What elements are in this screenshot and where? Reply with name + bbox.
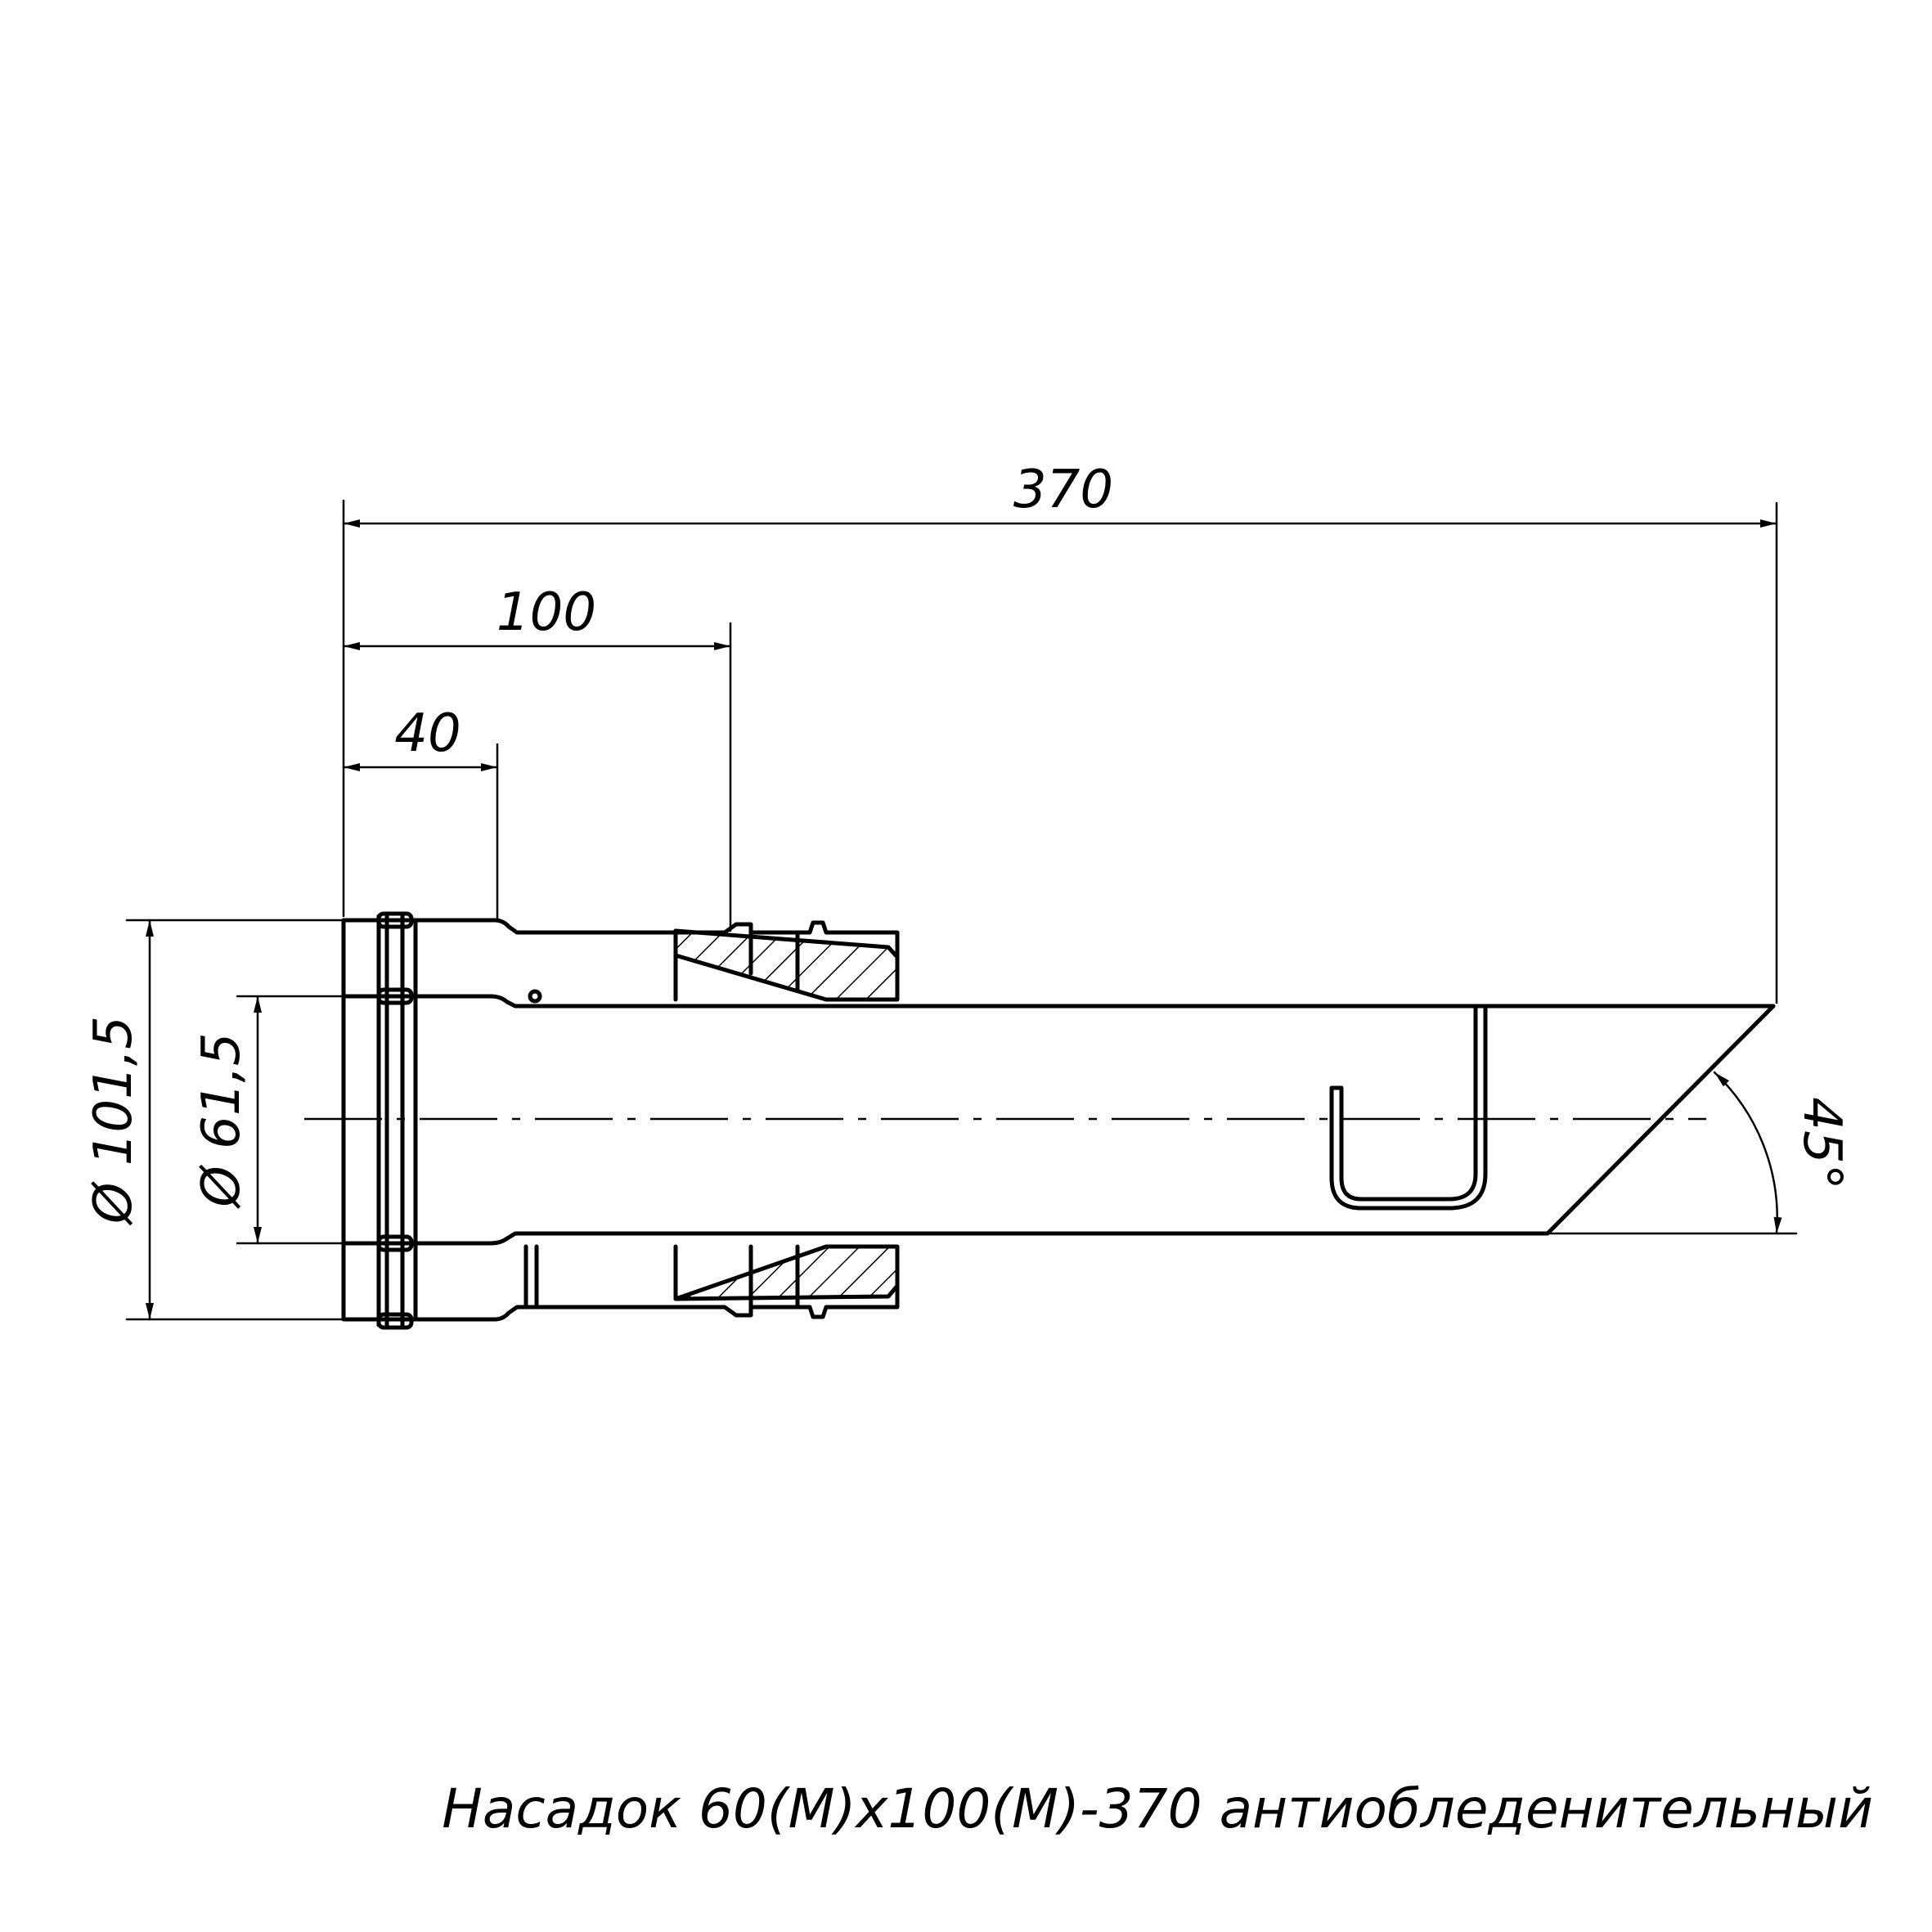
cone-section-top bbox=[673, 928, 900, 1002]
dim-text-100: 100 bbox=[496, 582, 596, 643]
hook-bracket bbox=[1329, 1004, 1488, 1211]
dim-text-40: 40 bbox=[394, 703, 461, 764]
dim-text-370: 370 bbox=[1013, 460, 1113, 520]
extension-lines bbox=[125, 499, 1798, 1321]
inner-pipe bbox=[341, 989, 1776, 1246]
drawing-caption: Насадок 60(M)x100(M)-370 антиобледенител… bbox=[442, 1777, 1873, 1840]
cone-section-bottom bbox=[673, 1244, 900, 1301]
dim-text-inner-diameter: Ø 61,5 bbox=[191, 1032, 252, 1209]
dim-text-angle: 45° bbox=[1791, 1097, 1852, 1189]
dim-arc-angle bbox=[1713, 1071, 1782, 1235]
dim-text-outer-diameter: Ø 101,5 bbox=[83, 1016, 144, 1226]
